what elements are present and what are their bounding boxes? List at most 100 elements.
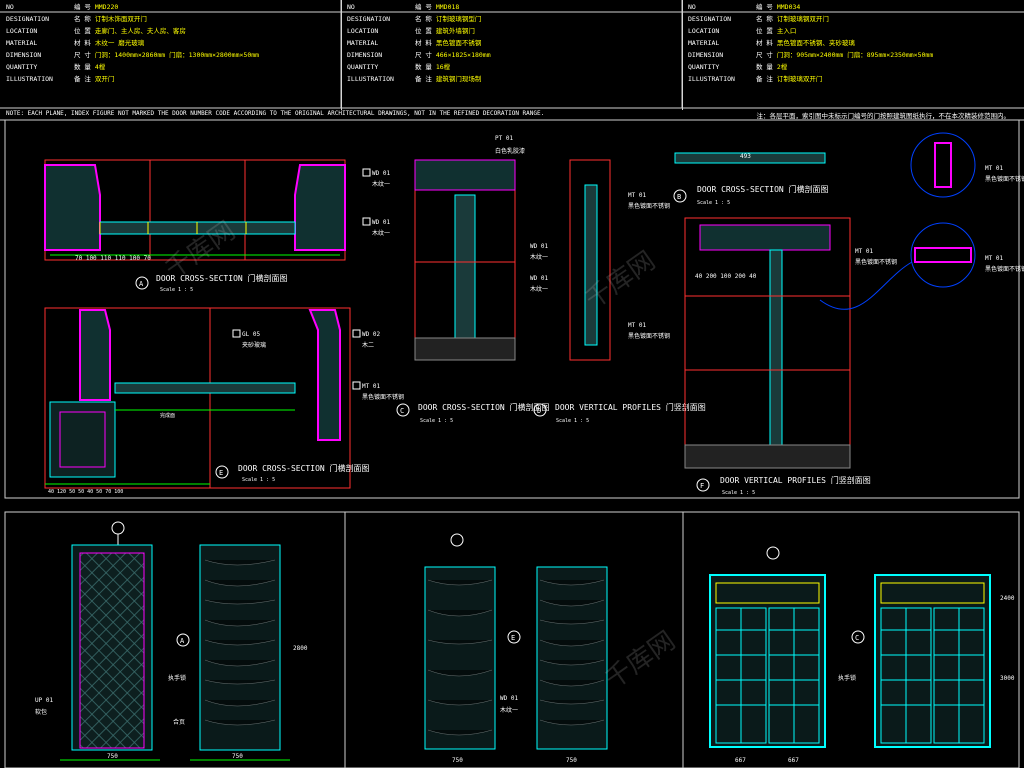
section-bf-drawing: 493 B DOOR CROSS-SECTION 门横剖面图 Scale 1 :… bbox=[673, 132, 1024, 496]
hdr-zh: 材 料 bbox=[756, 39, 773, 47]
hdr-zh: 材 料 bbox=[415, 39, 432, 47]
hdr-val: 黑色镀面不锈钢 bbox=[435, 39, 482, 47]
tag-black-steel-b: 黑色镀面不锈钢 bbox=[985, 175, 1024, 183]
svg-text:E: E bbox=[219, 469, 223, 477]
hdr-key: LOCATION bbox=[688, 27, 720, 35]
hdr-key: QUANTITY bbox=[688, 63, 720, 71]
hdr-val: 门洞：1400mm×2860mm 门扇：1300mm×2800mm×50mm bbox=[94, 51, 260, 59]
svg-text:C: C bbox=[855, 634, 859, 642]
hdr-zh: 编 号 bbox=[74, 3, 91, 11]
hdr-zh: 位 置 bbox=[415, 27, 432, 35]
hdr-val: 建筑外墙钢门 bbox=[435, 27, 475, 35]
tag-mt01-d: MT 01 bbox=[628, 192, 646, 199]
tag-black-steel-b2: 黑色镀面不锈钢 bbox=[985, 265, 1024, 273]
svg-text:40 120 50 50 40 50 70 100: 40 120 50 50 40 50 70 100 bbox=[48, 489, 123, 495]
section-a-scale: Scale 1 : 5 bbox=[160, 287, 193, 293]
tag-wood2: 木二 bbox=[362, 341, 374, 349]
svg-text:B: B bbox=[677, 193, 681, 201]
hdr-val: 木纹一 磨光玻璃 bbox=[94, 39, 145, 47]
hdr-key: NO bbox=[688, 3, 696, 11]
elevation-right: C 执手锁 667 667 2400 3000 bbox=[709, 546, 1015, 764]
tag-mt01-f: MT 01 bbox=[855, 248, 873, 255]
elev-width-mid1: 750 bbox=[452, 757, 463, 764]
hdr-key: DESIGNATION bbox=[688, 15, 732, 23]
hdr-zh: 备 注 bbox=[756, 75, 773, 83]
hdr-val: MMD034 bbox=[776, 3, 801, 11]
tag-black-steel-d2: 黑色镀面不锈钢 bbox=[628, 332, 670, 340]
tag-black-steel-e: 黑色镀面不锈钢 bbox=[362, 393, 404, 401]
hdr-zh: 位 置 bbox=[74, 27, 91, 35]
hdr-key: DIMENSION bbox=[6, 51, 42, 59]
tag-wood1-a: 木纹一 bbox=[372, 180, 390, 188]
tag-black-steel-f: 黑色镀面不锈钢 bbox=[855, 258, 897, 266]
tag-soft-pack: 软包 bbox=[35, 708, 47, 716]
svg-text:E: E bbox=[511, 634, 515, 642]
svg-text:A: A bbox=[180, 637, 185, 645]
hdr-val: 走廊门、主人房、夫人房、客房 bbox=[94, 27, 186, 35]
elev-width-mid2: 750 bbox=[566, 757, 577, 764]
hdr-key: QUANTITY bbox=[347, 63, 379, 71]
section-a-title: DOOR CROSS-SECTION 门横剖面图 bbox=[156, 273, 288, 283]
hdr-key: LOCATION bbox=[347, 27, 379, 35]
section-d-title: DOOR VERTICAL PROFILES 门竖剖面图 bbox=[555, 402, 706, 412]
hdr-zh: 编 号 bbox=[756, 3, 773, 11]
hdr-val: 订制玻璃双开门 bbox=[776, 75, 823, 83]
hdr-val: 16樘 bbox=[435, 63, 451, 71]
hdr-key: ILLUSTRATION bbox=[6, 75, 53, 83]
section-a-drawing: 70 100 110 110 100 70 A DOOR CROSS-SECTI… bbox=[44, 159, 390, 293]
hdr-val: 黑色镀面不锈钢、夹砂玻璃 bbox=[776, 39, 855, 47]
hdr-val: 双开门 bbox=[94, 75, 115, 83]
hdr-zh: 尺 寸 bbox=[74, 51, 91, 59]
elev-height-h4: 3000 bbox=[1000, 675, 1015, 682]
hdr-val: 订制木饰面双开门 bbox=[94, 15, 147, 23]
svg-text:A: A bbox=[139, 280, 144, 288]
section-f-scale: Scale 1 : 5 bbox=[722, 490, 755, 496]
section-e-title: DOOR CROSS-SECTION 门横剖面图 bbox=[238, 463, 370, 473]
hdr-key: DIMENSION bbox=[688, 51, 724, 59]
dim-b: 493 bbox=[740, 153, 751, 160]
tag-wood1-mid: 木纹一 bbox=[500, 706, 518, 714]
hdr-key: NO bbox=[6, 3, 14, 11]
hdr-zh: 数 量 bbox=[74, 63, 91, 71]
tag-wd01-a: WD 01 bbox=[372, 170, 390, 177]
section-c-scale: Scale 1 : 5 bbox=[420, 418, 453, 424]
svg-text:70 100 110 110 10: 70 100 110 110 100 70 bbox=[75, 255, 151, 262]
section-b-scale: Scale 1 : 5 bbox=[697, 200, 730, 206]
tag-up01: UP 01 bbox=[35, 697, 53, 704]
hdr-val: 订制玻璃钢型门 bbox=[435, 15, 482, 23]
hdr-val: 订制玻璃钢双开门 bbox=[776, 15, 829, 23]
elev-width-right2: 667 bbox=[788, 757, 799, 764]
elevation-middle: E WD 01 木纹一 750 750 bbox=[424, 533, 608, 764]
elev-height-h1: 2800 bbox=[293, 645, 308, 652]
tag-wood1-a2: 木纹一 bbox=[372, 229, 390, 237]
hdr-key: ILLUSTRATION bbox=[347, 75, 394, 83]
tag-mt01-e: MT 01 bbox=[362, 383, 380, 390]
hdr-val: MMD220 bbox=[94, 3, 119, 11]
hdr-zh: 尺 寸 bbox=[756, 51, 773, 59]
hdr-val: 2樘 bbox=[776, 63, 788, 71]
hinge-left: 合页 bbox=[173, 718, 185, 726]
hdr-val: 建筑钢门现场制 bbox=[435, 75, 482, 83]
tag-mt01-b: MT 01 bbox=[985, 165, 1003, 172]
elev-width-right1: 667 bbox=[735, 757, 746, 764]
hdr-key: MATERIAL bbox=[347, 39, 379, 47]
hdr-zh: 名 称 bbox=[756, 15, 773, 23]
section-e-scale: Scale 1 : 5 bbox=[242, 477, 275, 483]
tag-wd02: WD 02 bbox=[362, 331, 380, 338]
tag-wd01-c: WD 01 bbox=[530, 243, 548, 250]
note-chinese: 注：各层平面，索引图中未标示门编号的门按照建筑图纸执行，不在本次精装修范围内。 bbox=[756, 112, 1011, 120]
tag-gl05: GL 05 bbox=[242, 331, 260, 338]
elev-height-h3: 2400 bbox=[1000, 595, 1015, 602]
svg-text:C: C bbox=[400, 407, 404, 415]
elev-width-left2: 750 bbox=[232, 753, 243, 760]
svg-text:D: D bbox=[537, 407, 541, 415]
hdr-zh: 数 量 bbox=[756, 63, 773, 71]
header-col-3: NO 编 号 MMD034 DESIGNATION 名 称 订制玻璃钢双开门 LOC… bbox=[682, 0, 1023, 110]
tag-wood1-c: 木纹一 bbox=[530, 253, 548, 261]
hdr-zh: 编 号 bbox=[415, 3, 432, 11]
tag-wood1-c2: 木纹一 bbox=[530, 285, 548, 293]
